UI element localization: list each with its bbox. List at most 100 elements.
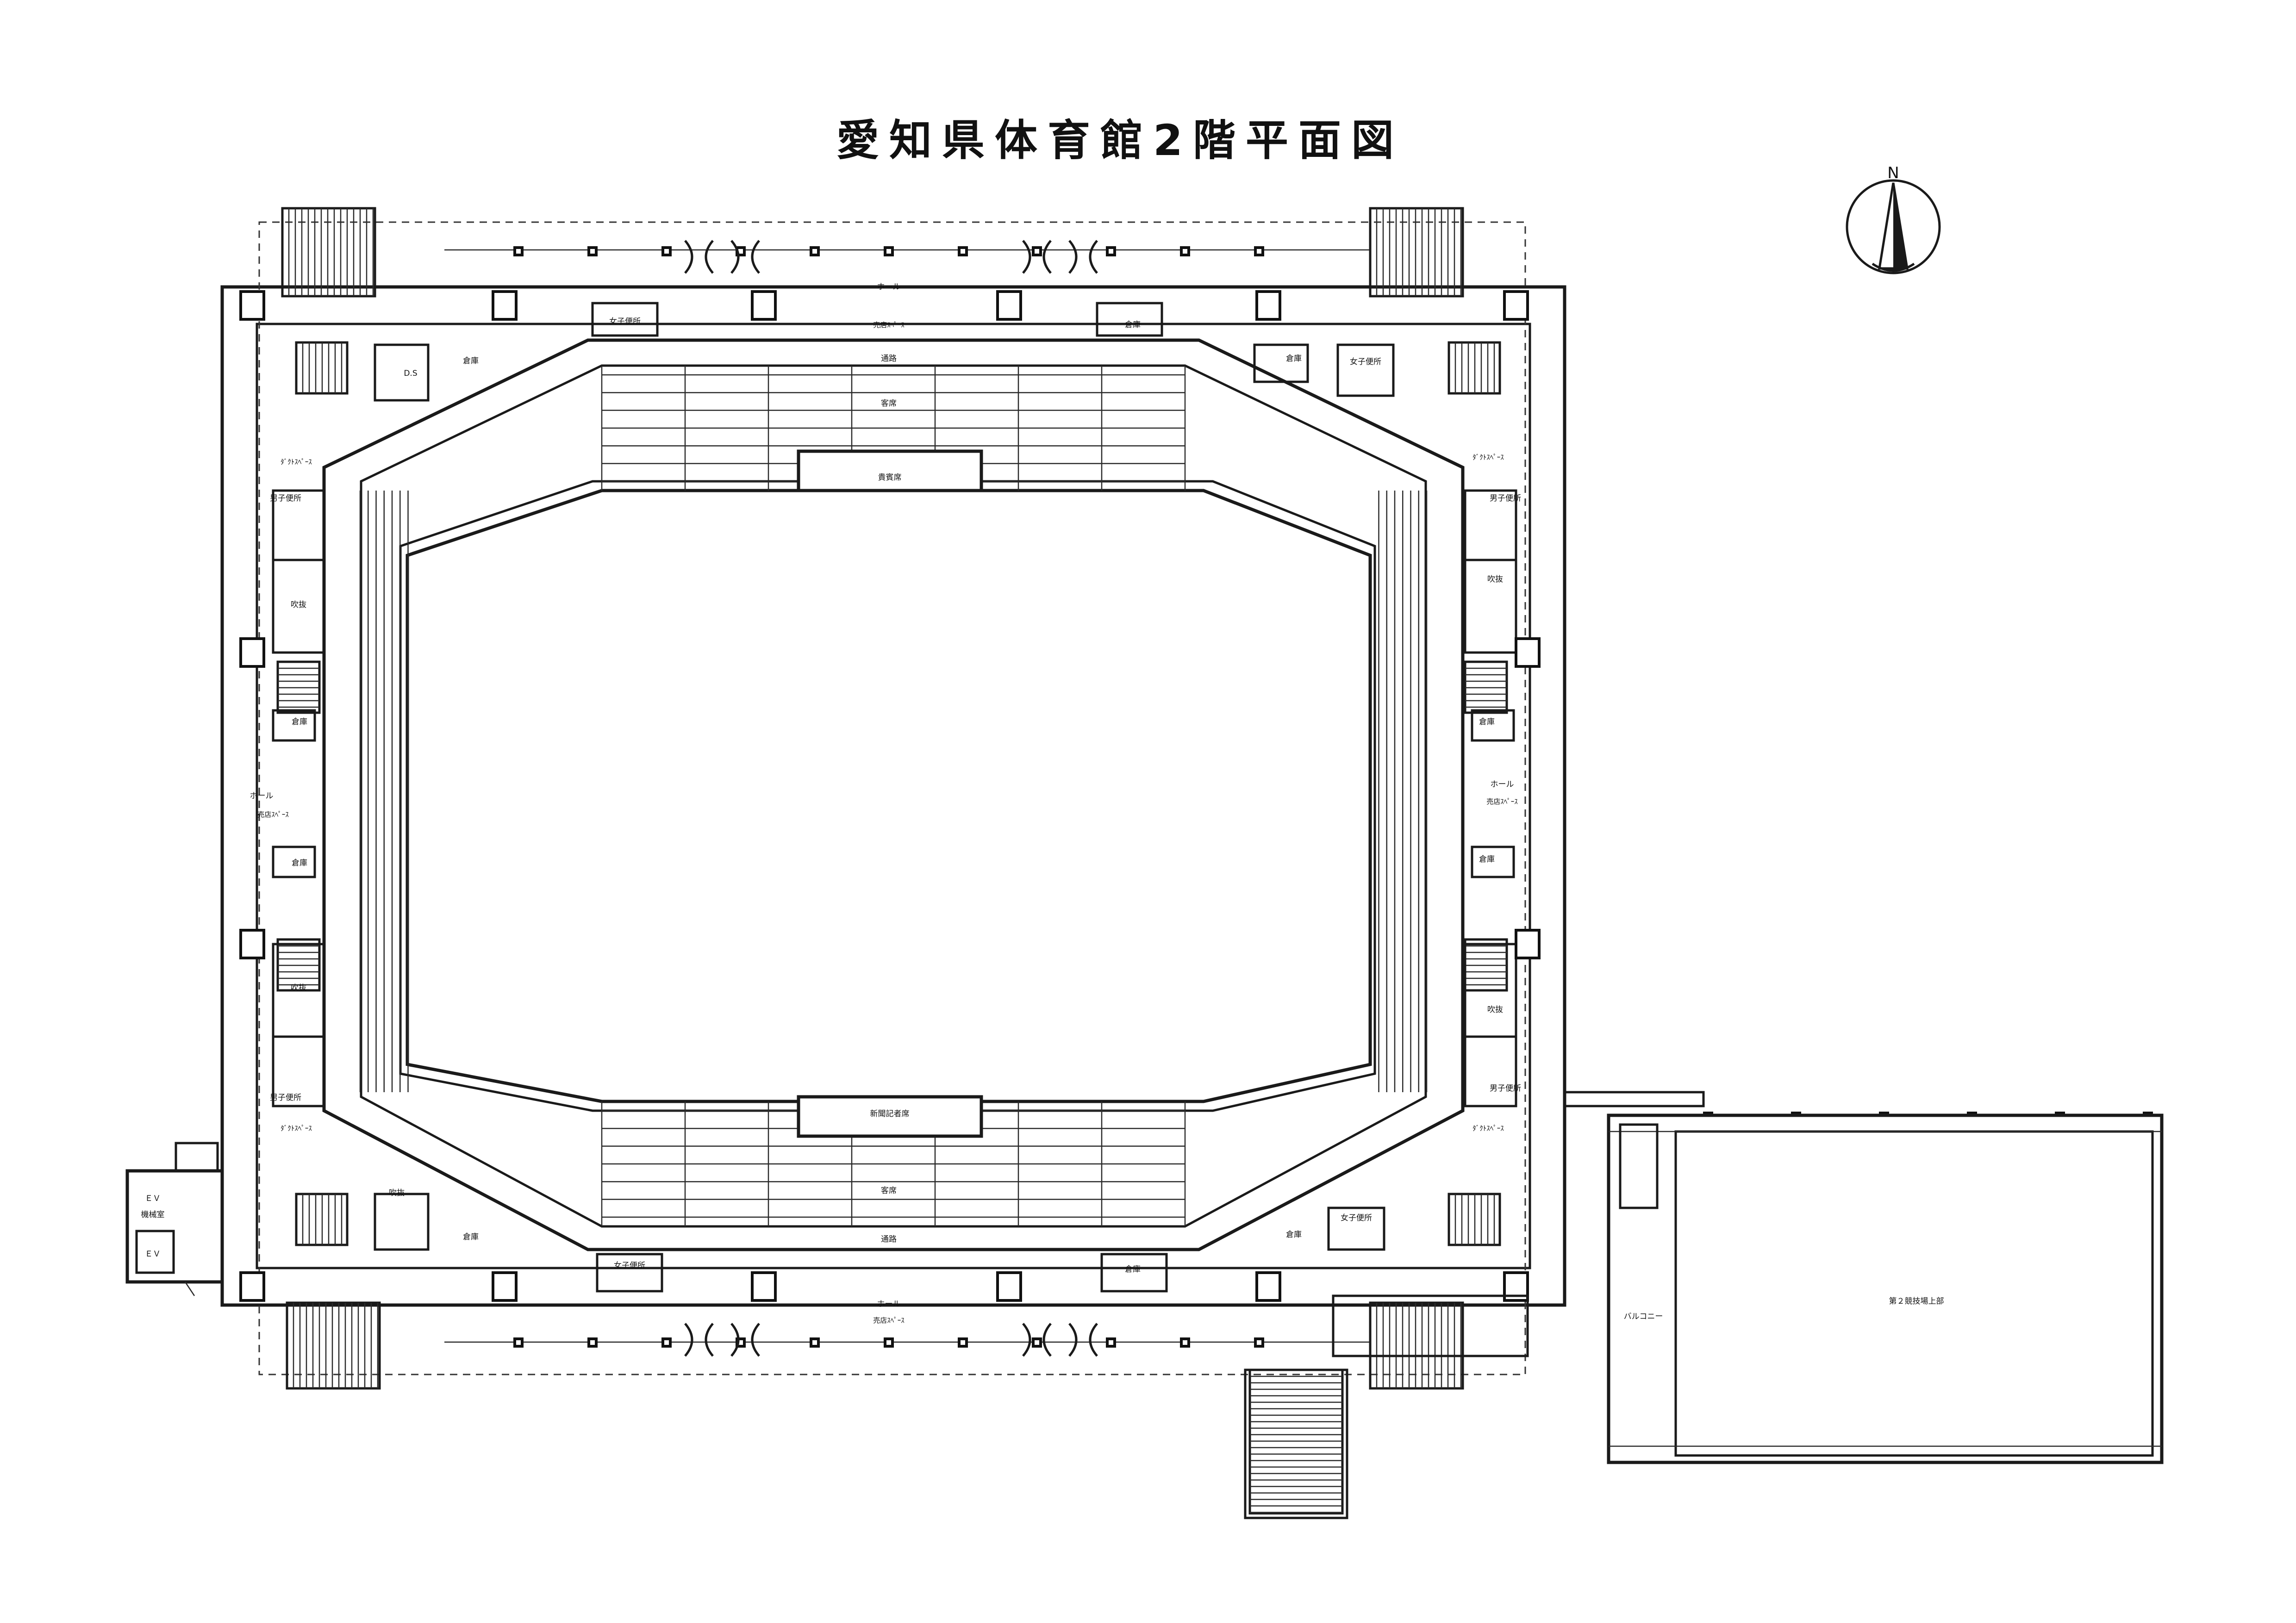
door-leaf <box>705 1323 714 1357</box>
label-ev-machine-2: 機械室 <box>141 1210 165 1219</box>
ev-machine-room <box>125 1142 224 1296</box>
structural-column <box>239 929 265 959</box>
label-hall-north: ホール <box>877 282 901 292</box>
column-marker <box>1106 246 1116 256</box>
structural-column <box>996 290 1022 321</box>
label-storage-ne: 倉庫 <box>1286 354 1302 363</box>
label-vip-seats: 貴賓席 <box>878 473 902 482</box>
press-box <box>797 1095 983 1138</box>
label-storage-e1: 倉庫 <box>1479 717 1495 727</box>
column-marker <box>661 1337 672 1348</box>
column-marker <box>587 1337 598 1348</box>
door-leaf <box>1042 1323 1052 1357</box>
label-ev: ＥＶ <box>145 1250 161 1259</box>
staircase <box>286 1301 381 1390</box>
structural-column <box>996 1271 1022 1302</box>
column-marker <box>884 246 894 256</box>
door-leaf <box>1042 240 1052 274</box>
column-marker <box>884 1337 894 1348</box>
column-marker <box>1106 1337 1116 1348</box>
label-press-seats: 新聞記者席 <box>870 1109 910 1119</box>
column-marker <box>1032 246 1042 256</box>
label-hall-west: ホール <box>250 791 274 801</box>
label-atrium-w1: 吹抜 <box>291 600 306 609</box>
column-marker <box>1180 1337 1190 1348</box>
label-storage-e2: 倉庫 <box>1479 855 1495 864</box>
label-mens-toilet-se: 男子便所 <box>1490 1084 1521 1093</box>
plan-title: 愛知県体育館2階平面図 <box>836 116 1404 165</box>
rooms <box>272 302 1517 1293</box>
door-leaf <box>684 240 693 274</box>
structural-column <box>1503 290 1529 321</box>
south-stair <box>1244 1294 1529 1519</box>
door-leaf <box>1068 1323 1078 1357</box>
doors <box>684 240 1098 1357</box>
door-leaf <box>705 240 714 274</box>
label-storage-n: 倉庫 <box>1125 320 1141 330</box>
structural-column <box>1515 929 1541 959</box>
label-shop-north: 売店ｽﾍﾟｰｽ <box>873 321 905 329</box>
label-storage-s: 倉庫 <box>1125 1265 1141 1274</box>
label-storage-nw: 倉庫 <box>463 356 479 366</box>
structural-column <box>239 637 265 668</box>
door-leaf <box>1022 1323 1031 1357</box>
door-leaf <box>751 1323 760 1357</box>
north-label: N <box>1887 164 1899 182</box>
door-leaf <box>1068 240 1078 274</box>
column-marker <box>1180 246 1190 256</box>
label-shop-south: 売店ｽﾍﾟｰｽ <box>873 1316 905 1325</box>
label-seats-north: 客席 <box>881 399 897 408</box>
label-atrium-sw: 吹抜 <box>389 1188 405 1198</box>
label-mens-toilet-sw: 男子便所 <box>270 1093 301 1102</box>
label-atrium-e2: 吹抜 <box>1487 1005 1503 1014</box>
column-marker <box>958 1337 968 1348</box>
door-leaf <box>730 1323 740 1357</box>
door-leaf <box>684 1323 693 1357</box>
label-storage-w2: 倉庫 <box>292 858 307 868</box>
structural-column <box>239 290 265 321</box>
arena-seating <box>322 338 1465 1251</box>
column-marker <box>958 246 968 256</box>
label-second-arena-upper: 第２競技場上部 <box>1889 1297 1944 1306</box>
column-marker <box>513 246 524 256</box>
label-hall-east: ホール <box>1491 780 1514 789</box>
staircase <box>281 207 376 298</box>
label-balcony: バルコニー <box>1624 1312 1663 1321</box>
label-duct-ne: ﾀﾞｸﾄｽﾍﾟｰｽ <box>1472 453 1504 461</box>
door-leaf <box>730 240 740 274</box>
structural-column <box>1255 290 1281 321</box>
label-womens-toilet-ne: 女子便所 <box>1350 357 1381 367</box>
label-mens-toilet-ne: 男子便所 <box>1490 494 1521 503</box>
column-marker <box>1254 246 1264 256</box>
column-marker <box>810 1337 820 1348</box>
staircases <box>276 207 1508 1515</box>
column-marker <box>810 246 820 256</box>
label-storage-se: 倉庫 <box>1286 1230 1302 1239</box>
label-womens-toilet-nw: 女子便所 <box>609 317 641 326</box>
label-mens-toilet-nw: 男子便所 <box>270 494 301 503</box>
column-marker <box>1254 1337 1264 1348</box>
label-storage-sw: 倉庫 <box>463 1232 479 1242</box>
structural-column <box>1515 637 1541 668</box>
column-marker <box>661 246 672 256</box>
staircase <box>1369 1301 1464 1390</box>
label-womens-toilet-s: 女子便所 <box>614 1261 645 1270</box>
column-marker <box>513 1337 524 1348</box>
door-leaf <box>1089 1323 1098 1357</box>
label-hall-south: ホール <box>877 1300 901 1309</box>
label-duct-se: ﾀﾞｸﾄｽﾍﾟｰｽ <box>1472 1124 1504 1132</box>
structural-column <box>239 1271 265 1302</box>
structural-column <box>1255 1271 1281 1302</box>
vip-box <box>797 449 983 492</box>
door-leaf <box>1089 240 1098 274</box>
label-storage-w1: 倉庫 <box>292 717 307 727</box>
door-leaf <box>1022 240 1031 274</box>
north-arrow-icon <box>1846 179 1941 274</box>
labels: ホール 売店ｽﾍﾟｰｽ ホール 売店ｽﾍﾟｰｽ ホール 売店ｽﾍﾟｰｽ ホール … <box>141 282 1944 1325</box>
label-duct-sw: ﾀﾞｸﾄｽﾍﾟｰｽ <box>281 1124 312 1132</box>
structural-column <box>751 290 777 321</box>
structural-column <box>492 290 518 321</box>
label-womens-toilet-se: 女子便所 <box>1341 1213 1372 1223</box>
label-shop-west: 売店ｽﾍﾟｰｽ <box>257 810 289 819</box>
